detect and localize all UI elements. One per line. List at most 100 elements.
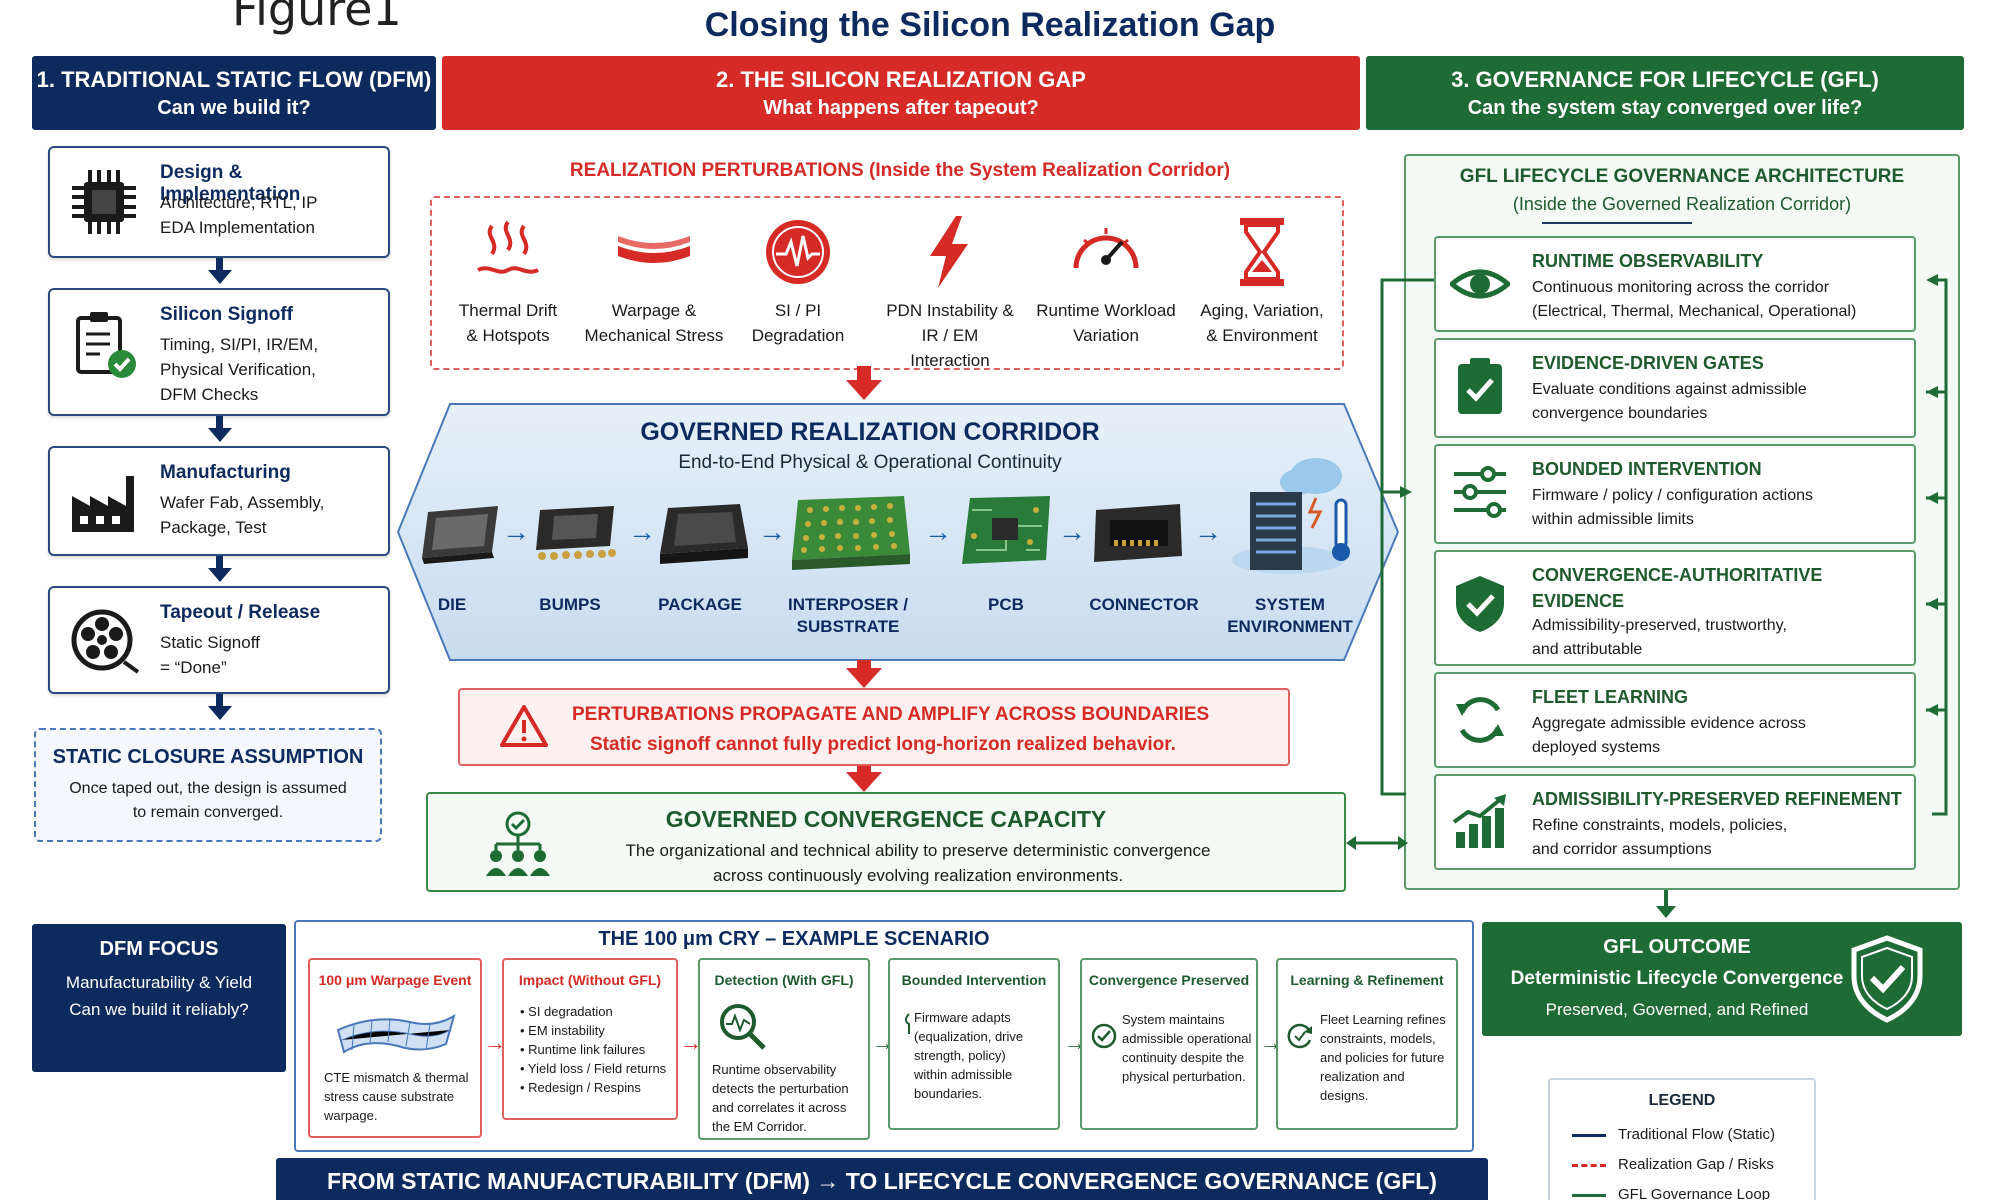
scenario-card-desc: • SI degradation • EM instability • Runt… [520,1002,666,1097]
scenario-card-line: System maintains [1122,1012,1225,1027]
perturbation-line: Mechanical Stress [584,326,724,345]
legend-label: Traditional Flow (Static) [1618,1126,1775,1143]
chip-icon [72,170,136,234]
header-realization-gap: 2. THE SILICON REALIZATION GAP What happ… [442,56,1360,130]
scenario-card-line: • Runtime link failures [520,1042,646,1057]
corridor-component-line: ENVIRONMENT [1227,617,1353,636]
perturbation-label: PDN Instability & IR / EM Interaction [880,298,1020,373]
corridor-component-line: CONNECTOR [1089,595,1199,614]
convergence-capacity-box: GOVERNED CONVERGENCE CAPACITY The organi… [426,792,1346,892]
flow-step-title: Design & Implementation [160,162,301,205]
perturbation-line: PDN Instability & [886,301,1014,320]
corridor-component-line: SYSTEM [1255,595,1325,614]
flow-step-signoff: Silicon Signoff Timing, SI/PI, IR/EM, Ph… [48,288,390,416]
gfl-item-line: Aggregate admissible evidence across [1532,715,1806,732]
perturbation-line: & Hotspots [466,326,550,345]
heat-icon [477,220,539,274]
gfl-item-authoritative-evidence: CONVERGENCE-AUTHORITATIVE EVIDENCE Admis… [1434,550,1916,666]
gfl-item-desc: Evaluate conditions against admissible c… [1532,378,1807,426]
scenario-card-desc: Firmware adapts (equalization, drive str… [914,1008,1023,1103]
scenario-card-learning: Learning & Refinement Fleet Learning ref… [1276,958,1458,1130]
bidirectional-arrow [1346,836,1408,850]
corridor-component-line: SUBSTRATE [796,617,900,636]
scenario-card-line: admissible operational [1122,1031,1252,1046]
scenario-card-line: and correlates it across [712,1100,847,1115]
propagation-subtitle: Static signoff cannot fully predict long… [590,734,1176,755]
gfl-architecture-title: GFL LIFECYCLE GOVERNANCE ARCHITECTURE [1459,166,1905,187]
dfm-focus-box: DFM FOCUS Manufacturability & Yield Can … [32,924,286,1072]
scenario-card-line: constraints, models, [1320,1031,1436,1046]
scenario-card-intervention: Bounded Intervention Firmware adapts (eq… [888,958,1060,1130]
system-environment-image [1232,458,1350,574]
flow-step-manufacturing: Manufacturing Wafer Fab, Assembly, Packa… [48,446,390,556]
scenario-card-line: stress cause substrate [324,1089,455,1104]
scenario-card-line: strength, policy) [914,1048,1006,1063]
legend-item: Realization Gap / Risks [1572,1156,1774,1173]
flow-step-line: Package, Test [160,518,267,537]
footer-banner: FROM STATIC MANUFACTURABILITY (DFM) → TO… [276,1158,1488,1200]
scenario-card-desc: Runtime observability detects the pertur… [712,1060,849,1136]
red-arrow-stem [857,366,871,380]
perturbations-panel: Thermal Drift & Hotspots Warpage & Mecha… [430,196,1344,370]
corridor-component-label: SYSTEM ENVIRONMENT [1222,594,1358,638]
clipboard-check-icon [76,312,136,378]
perturbation-line: IR / EM Interaction [910,326,990,370]
scenario-card-impact: Impact (Without GFL) • SI degradation • … [502,958,678,1120]
gfl-item-line: Evaluate conditions against admissible [1532,381,1807,398]
warped-mesh-icon [336,1013,456,1054]
perturbation-warpage: Warpage & Mechanical Stress [584,214,724,348]
perturbation-pdn: PDN Instability & IR / EM Interaction [880,214,1020,373]
scenario-card-line: warpage. [324,1108,378,1123]
flow-step-line: Timing, SI/PI, IR/EM, [160,335,319,354]
static-closure-line: Once taped out, the design is assumed [69,780,347,797]
flow-step-line: Wafer Fab, Assembly, [160,493,325,512]
convergence-capacity-desc: The organizational and technical ability… [558,838,1278,888]
perturbation-thermal: Thermal Drift & Hotspots [438,214,578,348]
corridor-subtitle: End-to-End Physical & Operational Contin… [678,452,1062,473]
scenario-card-title: Learning & Refinement [1290,972,1444,988]
perturbation-label: SI / PI Degradation [728,298,868,348]
gfl-item-desc: Firmware / policy / configuration action… [1532,484,1813,532]
flow-step-line: Architecture, RTL, IP [160,193,318,212]
corridor-component-line: INTERPOSER / [788,595,908,614]
gfl-item-refinement: ADMISSIBILITY-PRESERVED REFINEMENT Refin… [1434,774,1916,870]
convergence-capacity-title: GOVERNED CONVERGENCE CAPACITY [665,806,1107,832]
scenario-card-line: • EM instability [520,1023,605,1038]
perturbation-line: Warpage & [611,301,697,320]
red-arrow-stem [857,766,871,774]
gfl-item-fleet-learning: FLEET LEARNING Aggregate admissible evid… [1434,672,1916,768]
gfl-architecture-subtitle: (Inside the Governed Realization Corrido… [1512,194,1852,214]
legend: LEGEND Traditional Flow (Static) Realiza… [1548,1078,1816,1200]
corridor-component-label: BUMPS [520,594,620,616]
page-title: Closing the Silicon Realization Gap [704,6,1276,44]
green-arrow-stem [1664,890,1668,910]
organization-check-icon [486,811,550,876]
scenario-card-line: • Redesign / Respins [520,1080,641,1095]
legend-item: Traditional Flow (Static) [1572,1126,1775,1143]
flow-arrow-stem [216,556,223,568]
perturbation-label: Runtime Workload Variation [1036,298,1176,348]
scenario-card-line: boundaries. [914,1086,982,1101]
pcb-image [962,496,1050,564]
dfm-focus-title: DFM FOCUS [99,938,219,960]
gfl-item-desc: Admissibility-preserved, trustworthy, an… [1532,614,1787,662]
eye-icon [1450,269,1510,299]
legend-title: LEGEND [1648,1092,1716,1109]
flow-step-line: EDA Implementation [160,218,315,237]
gfl-item-title: EVIDENCE-DRIVEN GATES [1532,353,1764,373]
perturbation-label: Aging, Variation, & Environment [1192,298,1332,348]
die-image [422,506,498,564]
gfl-item-evidence-gates: EVIDENCE-DRIVEN GATES Evaluate condition… [1434,338,1916,438]
scenario-card-title: Convergence Preserved [1088,972,1250,988]
perturbation-line: & Environment [1206,326,1318,345]
gfl-item-desc: Refine constraints, models, policies, an… [1532,814,1787,862]
film-reel-icon [71,609,140,674]
header-gfl-subtitle: Can the system stay converged over life? [1467,96,1863,119]
gfl-item-line: Firmware / policy / configuration action… [1532,487,1813,504]
dfm-focus-line: Manufacturability & Yield [65,973,253,992]
scenario-card-detection: Detection (With GFL) Runtime observabili… [698,958,870,1140]
convergence-capacity-line: across continuously evolving realization… [712,866,1124,885]
perturbation-label: Thermal Drift & Hotspots [438,298,578,348]
flow-step-line: DFM Checks [160,385,259,404]
figure-label: Figure1 [232,0,402,36]
